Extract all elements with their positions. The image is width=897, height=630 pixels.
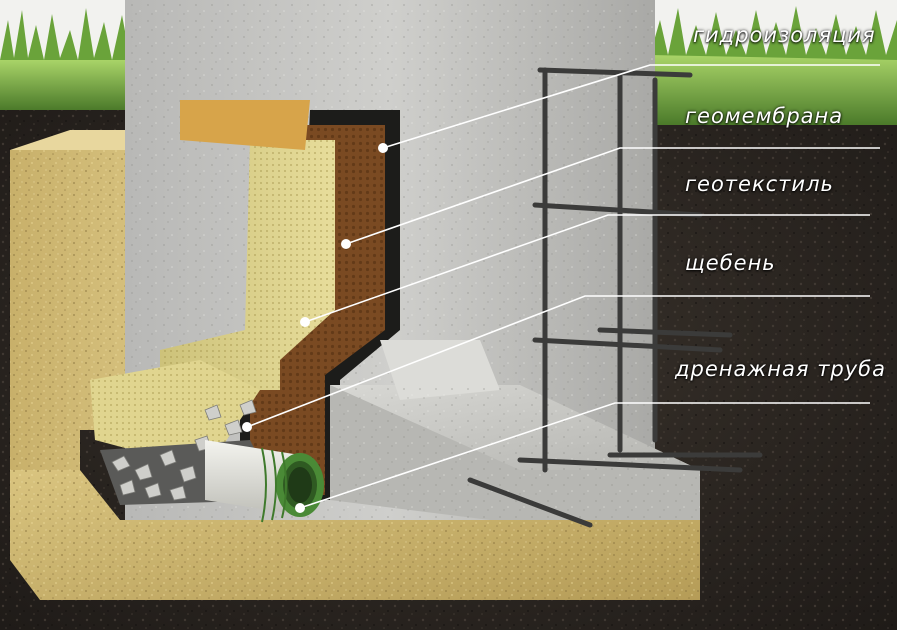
label-drain-pipe: дренажная труба xyxy=(675,357,887,381)
drainage-pipe xyxy=(205,440,324,523)
dot-geomembrane xyxy=(341,239,351,249)
geotextile-layer xyxy=(90,140,335,460)
leader-geomembrane xyxy=(345,147,880,245)
label-waterproofing: гидроизоляция xyxy=(693,23,876,47)
dot-drain-pipe xyxy=(295,503,305,513)
rebar xyxy=(467,67,763,528)
leader-gravel xyxy=(246,295,870,428)
leader-dots xyxy=(242,143,388,513)
leader-drain-pipe xyxy=(299,402,870,509)
dot-geotextile xyxy=(300,317,310,327)
leader-geotextile xyxy=(304,214,870,323)
label-geotextile: геотекстиль xyxy=(685,172,834,196)
dot-waterproofing xyxy=(378,143,388,153)
label-gravel: щебень xyxy=(685,251,776,275)
dot-gravel xyxy=(242,422,252,432)
foundation-footing xyxy=(330,340,700,520)
leader-waterproofing xyxy=(382,64,880,149)
leader-lines xyxy=(246,64,880,509)
grass-right xyxy=(650,6,897,125)
top-cap xyxy=(180,100,310,150)
label-geomembrane: геомембрана xyxy=(685,104,844,128)
